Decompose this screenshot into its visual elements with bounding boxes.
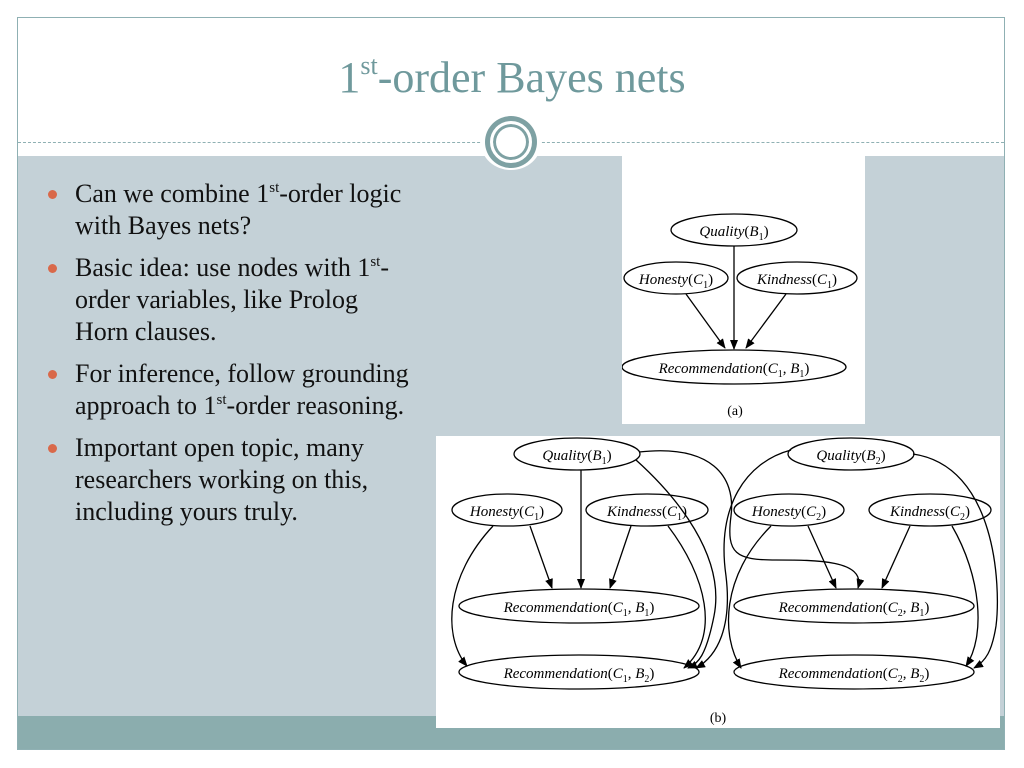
slide-title: 1st-order Bayes nets <box>17 52 1007 103</box>
svg-text:Honesty(C2): Honesty(C2) <box>751 504 826 523</box>
edge-honesty2-to-rec-c2-b2 <box>727 525 772 669</box>
node-honesty-c2: Honesty(C2) <box>733 493 845 527</box>
bullet-text: Important open topic, many researchers w… <box>75 433 369 526</box>
edge-honesty-to-recommendation <box>685 293 726 349</box>
edge-quality2-to-rec-c1-b2 <box>695 449 792 669</box>
figure-a-diagram: Quality(B1) Honesty(C1) Kindness(C1) Rec… <box>621 213 858 419</box>
bullet-text: -order reasoning. <box>226 391 405 420</box>
bullet-item: Can we combine 1st-order logic with Baye… <box>46 178 416 242</box>
bullet-text: -order logic with Bayes nets? <box>75 179 402 240</box>
bullet-superscript: st <box>370 254 381 270</box>
svg-text:Kindness(C1): Kindness(C1) <box>606 504 687 523</box>
edge-kindness1-to-rec-c1-b2 <box>667 525 706 669</box>
node-recommendation-c1-b2: Recommendation(C1, B2) <box>458 654 700 690</box>
bullet-marker-icon <box>48 370 57 379</box>
edge-kindness2-to-rec-c2-b1 <box>881 525 911 589</box>
edge-honesty1-to-rec-c1-b2 <box>451 525 494 667</box>
node-honesty-c1: Honesty(C1) <box>451 493 563 527</box>
bullet-marker-icon <box>48 264 57 273</box>
bullet-superscript: st <box>269 180 280 196</box>
node-honesty-c1: Honesty(C1) <box>623 261 729 295</box>
svg-text:Recommendation(C1, B1): Recommendation(C1, B1) <box>503 600 655 619</box>
node-quality-b1: Quality(B1) <box>670 213 798 247</box>
node-kindness-c1: Kindness(C1) <box>736 261 858 295</box>
node-quality-b2: Quality(B2) <box>787 437 915 471</box>
node-quality-b1: Quality(B1) <box>513 437 641 471</box>
node-kindness-c1: Kindness(C1) <box>585 493 709 527</box>
bullet-text: Can we combine 1 <box>75 179 270 208</box>
edge-kindness2-to-rec-c2-b2 <box>951 525 979 667</box>
figure-b-panel: Quality(B1) Quality(B2) Honesty(C1) Kind… <box>436 436 1000 728</box>
svg-text:Recommendation(C1, B1): Recommendation(C1, B1) <box>658 361 810 380</box>
node-recommendation-c1-b1: Recommendation(C1, B1) <box>621 349 847 385</box>
node-recommendation-c2-b1: Recommendation(C2, B1) <box>733 588 975 624</box>
bullet-text: For inference, follow grounding approach… <box>75 359 409 420</box>
svg-text:Kindness(C1): Kindness(C1) <box>756 272 837 291</box>
bullet-superscript: st <box>216 392 227 408</box>
bullet-item: Basic idea: use nodes with 1st-order var… <box>46 252 416 348</box>
node-recommendation-c2-b2: Recommendation(C2, B2) <box>733 654 975 690</box>
figure-b-caption: (b) <box>710 711 727 726</box>
node-recommendation-c1-b1: Recommendation(C1, B1) <box>458 588 700 624</box>
svg-text:Recommendation(C1, B2): Recommendation(C1, B2) <box>503 666 655 685</box>
title-rest: -order Bayes nets <box>377 53 686 102</box>
node-kindness-c2: Kindness(C2) <box>868 493 992 527</box>
title-base: 1 <box>338 53 361 102</box>
svg-text:Quality(B2): Quality(B2) <box>816 448 885 467</box>
svg-text:Recommendation(C2, B2): Recommendation(C2, B2) <box>778 666 930 685</box>
edge-kindness-to-recommendation <box>745 293 787 349</box>
title-superscript: st <box>360 51 378 80</box>
svg-text:Quality(B1): Quality(B1) <box>542 448 611 467</box>
bullet-text: -order variables, like Prolog Horn claus… <box>75 253 390 346</box>
svg-text:Honesty(C1): Honesty(C1) <box>638 272 713 291</box>
figure-a-caption: (a) <box>727 404 743 419</box>
figure-b-diagram: Quality(B1) Quality(B2) Honesty(C1) Kind… <box>451 437 998 726</box>
bullet-marker-icon <box>48 444 57 453</box>
bullet-item: For inference, follow grounding approach… <box>46 358 416 422</box>
svg-text:Quality(B1): Quality(B1) <box>699 224 768 243</box>
bullet-list: Can we combine 1st-order logic with Baye… <box>46 178 416 538</box>
figure-a-panel: Quality(B1) Honesty(C1) Kindness(C1) Rec… <box>621 156 865 424</box>
svg-text:Recommendation(C2, B1): Recommendation(C2, B1) <box>778 600 930 619</box>
edge-honesty2-to-rec-c2-b1 <box>807 525 837 589</box>
svg-text:Honesty(C1): Honesty(C1) <box>469 504 544 523</box>
bullet-marker-icon <box>48 190 57 199</box>
divider-ornament-center <box>490 121 532 163</box>
bullet-text: Basic idea: use nodes with 1 <box>75 253 371 282</box>
edge-honesty1-to-rec-c1-b1 <box>529 525 553 589</box>
svg-text:Kindness(C2): Kindness(C2) <box>889 504 970 523</box>
bullet-item: Important open topic, many researchers w… <box>46 432 416 528</box>
edge-quality1-to-rec-c1-b2 <box>635 459 717 669</box>
edge-quality1-to-rec-c2-b1 <box>638 450 865 589</box>
edge-quality2-to-rec-c2-b2 <box>912 453 998 669</box>
edge-kindness1-to-rec-c1-b1 <box>609 525 632 589</box>
